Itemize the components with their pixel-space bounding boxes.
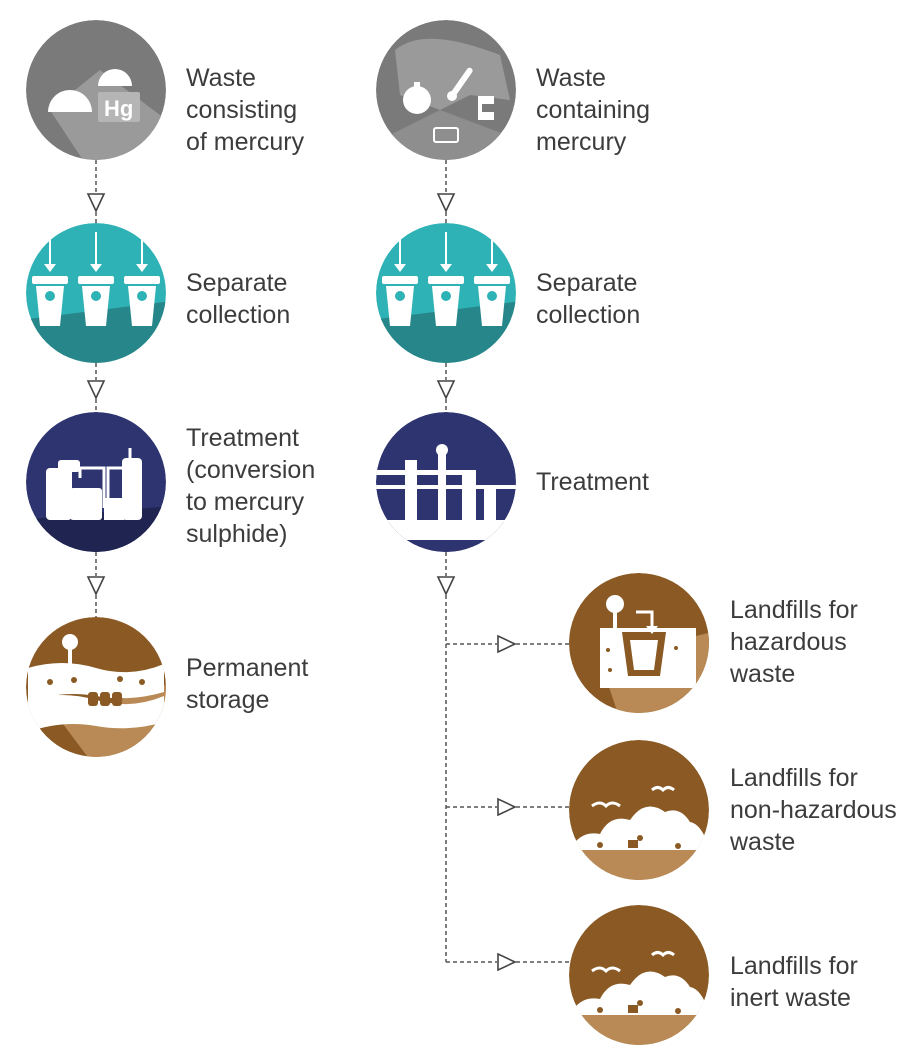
mercury-waste-icon: Hg: [26, 20, 166, 160]
non-hazardous-landfill-icon: [569, 740, 709, 880]
label-landfill-inert: Landfills for inert waste: [730, 950, 858, 1014]
label-line: storage: [186, 686, 270, 714]
inert-landfill-icon: [569, 905, 709, 1045]
label-line: (conversion: [186, 456, 316, 484]
arrow-right-icon: [497, 634, 517, 654]
arrow-down-icon: [436, 380, 456, 400]
arrowheads: [86, 193, 517, 972]
label-treatment-left: Treatment (conversion to mercury sulphid…: [186, 422, 315, 550]
label-line: collection: [536, 301, 641, 329]
label-line: Treatment: [186, 424, 300, 452]
arrow-right-icon: [497, 952, 517, 972]
arrow-down-icon: [86, 576, 106, 596]
label-line: consisting: [186, 96, 298, 124]
label-line: containing: [536, 96, 650, 124]
label-line: Landfills for: [730, 952, 858, 980]
label-line: Landfills for: [730, 596, 858, 624]
label-line: Separate: [186, 269, 288, 297]
label-separate-collection-right: Separate collection: [536, 267, 640, 331]
label-treatment-right: Treatment: [536, 466, 649, 498]
label-line: Separate: [536, 269, 638, 297]
label-line: mercury: [536, 128, 627, 156]
arrow-down-icon: [436, 576, 456, 596]
collection-bins-icon-right: [376, 223, 516, 363]
arrow-down-icon: [436, 193, 456, 213]
label-line: collection: [186, 301, 291, 329]
treatment-refinery-icon-right: [376, 412, 516, 552]
label-line: Landfills for: [730, 764, 858, 792]
label-landfill-non-hazardous: Landfills for non-hazardous waste: [730, 762, 897, 858]
label-permanent-storage: Permanent storage: [186, 652, 308, 716]
connectors: [95, 160, 569, 963]
arrow-right-icon: [497, 797, 517, 817]
label-line: of mercury: [186, 128, 305, 156]
label-line: inert waste: [730, 984, 851, 1012]
label-line: Treatment: [536, 468, 650, 496]
permanent-storage-icon: [26, 617, 166, 757]
hazardous-landfill-icon: [569, 573, 709, 713]
label-line: Waste: [536, 64, 606, 92]
arrow-down-icon: [86, 380, 106, 400]
label-line: to mercury: [186, 488, 305, 516]
arrow-down-icon: [86, 193, 106, 213]
label-line: Waste: [186, 64, 256, 92]
label-line: Permanent: [186, 654, 309, 682]
mercury-products-icon: [376, 20, 516, 160]
label-waste-containing-mercury: Waste containing mercury: [536, 62, 650, 158]
label-line: waste: [730, 828, 796, 856]
label-line: hazardous: [730, 628, 847, 656]
label-line: sulphide): [186, 520, 288, 548]
label-separate-collection-left: Separate collection: [186, 267, 290, 331]
label-line: waste: [730, 660, 796, 688]
svg-text:Hg: Hg: [104, 96, 133, 121]
label-waste-consisting-mercury: Waste consisting of mercury: [186, 62, 304, 158]
label-line: non-hazardous: [730, 796, 897, 824]
collection-bins-icon-left: [26, 223, 166, 363]
label-landfill-hazardous: Landfills for hazardous waste: [730, 594, 858, 690]
treatment-plant-icon-left: [26, 412, 166, 552]
